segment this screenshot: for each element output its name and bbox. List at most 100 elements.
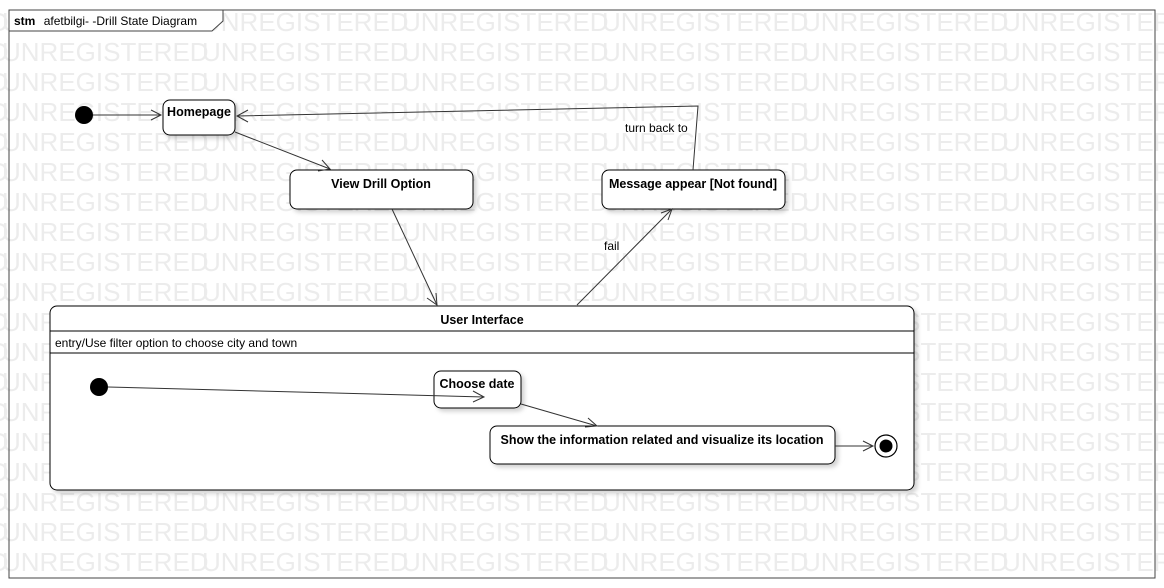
transition-message-to-homepage[interactable] (235, 105, 699, 171)
watermark-text: UNREGISTERED (402, 217, 609, 247)
watermark-text: UNREGISTERED (1002, 67, 1164, 97)
transition-user-interface-to-message[interactable] (576, 208, 673, 306)
watermark-text: UNREGISTERED (0, 277, 9, 307)
watermark-text: UNREGISTERED (0, 97, 9, 127)
watermark-text: UNREGISTERED (0, 67, 9, 97)
watermark-text: UNREGISTERED (202, 217, 409, 247)
watermark-text: UNREGISTERED (202, 97, 409, 127)
watermark-text: UNREGISTERED (1002, 247, 1164, 277)
user-interface-label: User Interface (440, 313, 523, 327)
initial-state-top[interactable] (75, 106, 93, 124)
watermark-text: UNREGISTERED (602, 97, 809, 127)
state-show-information-label: Show the information related and visuali… (501, 433, 824, 447)
watermark-text: UNREGISTERED (0, 457, 9, 487)
transition-initial-to-homepage[interactable] (93, 109, 163, 121)
watermark-text: UNREGISTERED (2, 67, 209, 97)
watermark-text: UNREGISTERED (2, 217, 209, 247)
watermark-text: UNREGISTERED (2, 547, 209, 577)
transition-homepage-to-view-drill[interactable] (234, 131, 331, 172)
transition-view-drill-to-user-interface[interactable] (391, 208, 438, 307)
watermark-text: UNREGISTERED (1002, 307, 1164, 337)
watermark-text: UNREGISTERED (602, 37, 809, 67)
watermark-text: UNREGISTERED (2, 517, 209, 547)
watermark-text: UNREGISTERED (1002, 157, 1164, 187)
transition-show-information-to-final[interactable] (835, 440, 875, 452)
watermark-text: UNREGISTERED (402, 487, 609, 517)
watermark-text: UNREGISTERED (802, 487, 1009, 517)
frame-kind: stm (14, 14, 35, 28)
watermark-text: UNREGISTERED (0, 37, 9, 67)
watermark-text: UNREGISTERED (802, 247, 1009, 277)
watermark-text: UNREGISTERED (2, 487, 209, 517)
watermark-text: UNREGISTERED (0, 307, 9, 337)
watermark-text: UNREGISTERED (2, 157, 209, 187)
watermark-text: UNREGISTERED (1002, 517, 1164, 547)
watermark-text: UNREGISTERED (1002, 427, 1164, 457)
watermark-text: UNREGISTERED (2, 277, 209, 307)
state-message-not-found-label: Message appear [Not found] (609, 177, 777, 191)
watermark-text: UNREGISTERED (0, 547, 9, 577)
watermark-text: UNREGISTERED (1002, 337, 1164, 367)
watermark-text: UNREGISTERED (402, 247, 609, 277)
watermark-text: UNREGISTERED (202, 517, 409, 547)
watermark-text: UNREGISTERED (602, 67, 809, 97)
watermark-text: UNREGISTERED (202, 67, 409, 97)
watermark-text: UNREGISTERED (802, 127, 1009, 157)
watermark-text: UNREGISTERED (1002, 217, 1164, 247)
state-message-not-found[interactable]: Message appear [Not found] (601, 169, 786, 210)
watermark-text: UNREGISTERED (402, 7, 609, 37)
watermark-text: UNREGISTERED (1002, 37, 1164, 67)
watermark-text: UNREGISTERED (0, 7, 9, 37)
watermark-text: UNREGISTERED (1002, 277, 1164, 307)
frame-tab (8, 9, 224, 32)
transition-choose-date-to-show-information[interactable] (520, 403, 599, 428)
watermark-text: UNREGISTERED (2, 37, 209, 67)
watermark-text: UNREGISTERED (1002, 397, 1164, 427)
watermark-text: UNREGISTERED (1002, 487, 1164, 517)
watermark-text: UNREGISTERED (202, 247, 409, 277)
watermark-text: UNREGISTERED (0, 517, 9, 547)
watermark-text: UNREGISTERED (202, 277, 409, 307)
watermark-text: UNREGISTERED (202, 37, 409, 67)
state-choose-date[interactable]: Choose date (433, 370, 522, 409)
watermark-text: UNREGISTERED (202, 127, 409, 157)
watermark-text: UNREGISTERED (802, 277, 1009, 307)
state-show-information[interactable]: Show the information related and visuali… (489, 425, 836, 465)
watermark-text: UNREGISTERED (0, 127, 9, 157)
watermark-text: UNREGISTERED (802, 187, 1009, 217)
watermark-text: UNREGISTERED (0, 367, 9, 397)
watermark-text: UNREGISTERED (0, 247, 9, 277)
user-interface-entry-action: entry/Use filter option to choose city a… (55, 336, 297, 350)
watermark-text: UNREGISTERED (2, 247, 209, 277)
watermark-text: UNREGISTERED (802, 547, 1009, 577)
watermark-text: UNREGISTERED (202, 7, 409, 37)
watermark-text: UNREGISTERED (602, 217, 809, 247)
state-homepage[interactable]: Homepage (162, 99, 236, 136)
watermark-text: UNREGISTERED (1002, 547, 1164, 577)
watermark-text: UNREGISTERED (202, 547, 409, 577)
watermark-text: UNREGISTERED (402, 37, 609, 67)
initial-state-inner[interactable] (90, 378, 108, 396)
watermark-text: UNREGISTERED (1002, 457, 1164, 487)
watermark-text: UNREGISTERED (802, 7, 1009, 37)
watermark-text: UNREGISTERED (402, 127, 609, 157)
frame-label: stm afetbilgi- -Drill State Diagram (14, 14, 197, 28)
watermark-text: UNREGISTERED (802, 97, 1009, 127)
final-state[interactable] (874, 434, 898, 458)
watermark-text: UNREGISTERED (1002, 97, 1164, 127)
watermark-text: UNREGISTERED (0, 427, 9, 457)
watermark-layer: UNREGISTEREDUNREGISTEREDUNREGISTEREDUNRE… (0, 7, 1164, 577)
transition-inner-initial-to-choose-date[interactable] (107, 386, 486, 403)
watermark-text: UNREGISTERED (0, 337, 9, 367)
watermark-text: UNREGISTERED (402, 547, 609, 577)
watermark-text: UNREGISTERED (0, 157, 9, 187)
state-view-drill-option[interactable]: View Drill Option (289, 169, 474, 210)
watermark-text: UNREGISTERED (602, 547, 809, 577)
watermark-text: UNREGISTERED (802, 217, 1009, 247)
watermark-text: UNREGISTERED (802, 517, 1009, 547)
watermark-text: UNREGISTERED (802, 157, 1009, 187)
watermark-text: UNREGISTERED (0, 487, 9, 517)
watermark-text: UNREGISTERED (402, 517, 609, 547)
state-homepage-label: Homepage (167, 105, 231, 119)
